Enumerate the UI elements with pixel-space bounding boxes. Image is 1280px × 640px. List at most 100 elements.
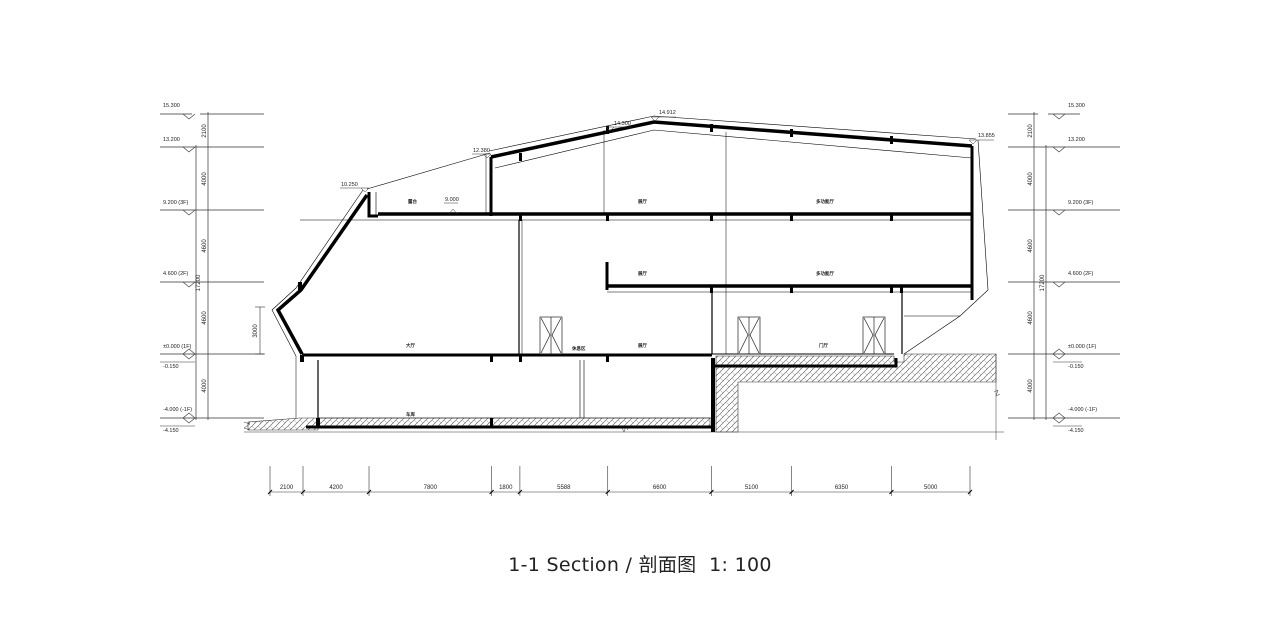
elev-roof-mid: 14.300 (614, 121, 631, 127)
level-label: -4.000 (-1F) (1068, 407, 1097, 413)
triangle-down-icon (1052, 281, 1066, 288)
level-label: 4.600 (2F) (1068, 271, 1094, 277)
right-level-markers (1052, 113, 1082, 427)
dim-text: 4000 (1028, 172, 1034, 186)
level-label: 9.200 (3F) (1068, 200, 1094, 206)
level-label: 13.200 (1068, 137, 1085, 143)
room-label: 露台 (408, 198, 417, 205)
double-door-icon (737, 316, 761, 355)
break-line-icon (993, 389, 1001, 397)
dim-text: 5000 (924, 485, 938, 491)
elev-ridge: 14.912 (659, 110, 676, 116)
dim-text: 1800 (499, 485, 513, 491)
triangle-down-icon (182, 146, 196, 153)
level-label: 13.200 (163, 137, 180, 143)
triangle-down-icon (182, 348, 196, 360)
elev-right-eave: 13.855 (978, 133, 995, 139)
level-secondary: -0.150 (163, 364, 179, 370)
roof-elevation-markers (340, 116, 994, 215)
triangle-down-icon (360, 187, 370, 193)
triangle-down-icon (1052, 146, 1066, 153)
level-label: 15.300 (163, 103, 180, 109)
triangle-down-icon (1052, 113, 1066, 120)
room-label: 展厅 (638, 198, 647, 205)
dim-text: 2100 (1028, 124, 1034, 138)
double-door-icon (539, 316, 563, 355)
elev-terrace: 9.000 (445, 197, 459, 203)
dim-text: 4600 (1028, 239, 1034, 253)
dim-total: 17200 (1040, 274, 1046, 291)
local-dim (255, 306, 265, 355)
triangle-down-icon (1052, 412, 1066, 424)
local-dim-text: 3000 (253, 324, 259, 338)
left-vertical-dims: 2100 4000 4600 4600 4000 17200 (196, 124, 208, 393)
dim-total: 17200 (196, 274, 202, 291)
level-label: ±0.000 (1F) (163, 344, 192, 350)
triangle-down-icon (482, 153, 492, 159)
dim-text: 4600 (202, 239, 208, 253)
room-label: 多功能厅 (816, 198, 834, 205)
dim-slash (517, 489, 523, 495)
level-secondary: -4.150 (163, 428, 179, 434)
triangle-down-icon (448, 208, 458, 215)
room-labels: 露台 展厅 多功能厅 展厅 多功能厅 大厅 休息区 展厅 门厅 车库 (406, 198, 834, 418)
level-label: -4.000 (-1F) (163, 407, 192, 413)
dim-text: 6600 (653, 485, 667, 491)
dim-text: 2100 (202, 124, 208, 138)
beams (298, 124, 903, 426)
dim-slash (967, 489, 973, 495)
dim-text: 4000 (202, 172, 208, 186)
double-door-icon (862, 316, 886, 355)
break-line-icon (243, 421, 251, 431)
dim-text: 4600 (202, 311, 208, 325)
level-label: 9.200 (3F) (163, 200, 189, 206)
dim-text: 2100 (280, 485, 294, 491)
dim-text: 4000 (1028, 379, 1034, 393)
elev-roof-step: 12.380 (473, 148, 490, 154)
dim-slash (489, 489, 494, 495)
dim-slash (366, 489, 372, 495)
caption-scale: 1: 100 (709, 554, 772, 576)
room-label: 休息区 (571, 345, 586, 352)
triangle-down-icon (650, 116, 660, 122)
level-label: 4.600 (2F) (163, 271, 189, 277)
elev-left-parapet: 10.250 (341, 182, 358, 188)
triangle-down-icon (605, 126, 615, 132)
building-structure (271, 115, 989, 432)
room-label: 展厅 (638, 270, 647, 277)
triangle-down-icon (968, 139, 978, 145)
dim-text: 4000 (202, 379, 208, 393)
room-label: 车库 (406, 411, 415, 418)
triangle-down-icon (182, 412, 196, 424)
dim-text: 4200 (329, 485, 343, 491)
triangle-down-icon (182, 209, 196, 216)
triangle-down-icon (1052, 209, 1066, 216)
level-secondary: -0.150 (1068, 364, 1084, 370)
caption-title: 1-1 Section / 剖面图 (508, 554, 697, 576)
dim-text: 5588 (557, 485, 571, 491)
dim-text: 4600 (1028, 311, 1034, 325)
right-level-labels: 15.300 13.200 9.200 (3F) 4.600 (2F) ±0.0… (1068, 103, 1097, 434)
triangle-down-icon (182, 281, 196, 288)
dim-slash (605, 489, 611, 495)
dim-slash (267, 489, 273, 495)
dim-slash (789, 489, 794, 495)
room-label: 大厅 (406, 342, 415, 349)
room-label: 展厅 (638, 342, 647, 349)
triangle-down-icon (1052, 348, 1066, 360)
right-vertical-dims: 2100 4000 4600 4600 4000 17200 (1028, 124, 1046, 393)
room-label: 多功能厅 (816, 270, 834, 277)
left-level-labels: 15.300 13.200 9.200 (3F) 4.600 (2F) ±0.0… (163, 103, 192, 434)
roof-elevation-labels: 10.250 9.000 12.380 14.300 14.912 13.855 (341, 110, 995, 203)
right-level-scale (1008, 112, 1120, 420)
dim-text: 6350 (835, 485, 849, 491)
dim-slash (709, 489, 714, 495)
level-label: 15.300 (1068, 103, 1085, 109)
level-label: ±0.000 (1F) (1068, 344, 1097, 350)
triangle-down-icon (182, 113, 196, 120)
room-label: 门厅 (819, 342, 828, 349)
doors (539, 316, 886, 355)
left-level-scale (160, 112, 264, 420)
